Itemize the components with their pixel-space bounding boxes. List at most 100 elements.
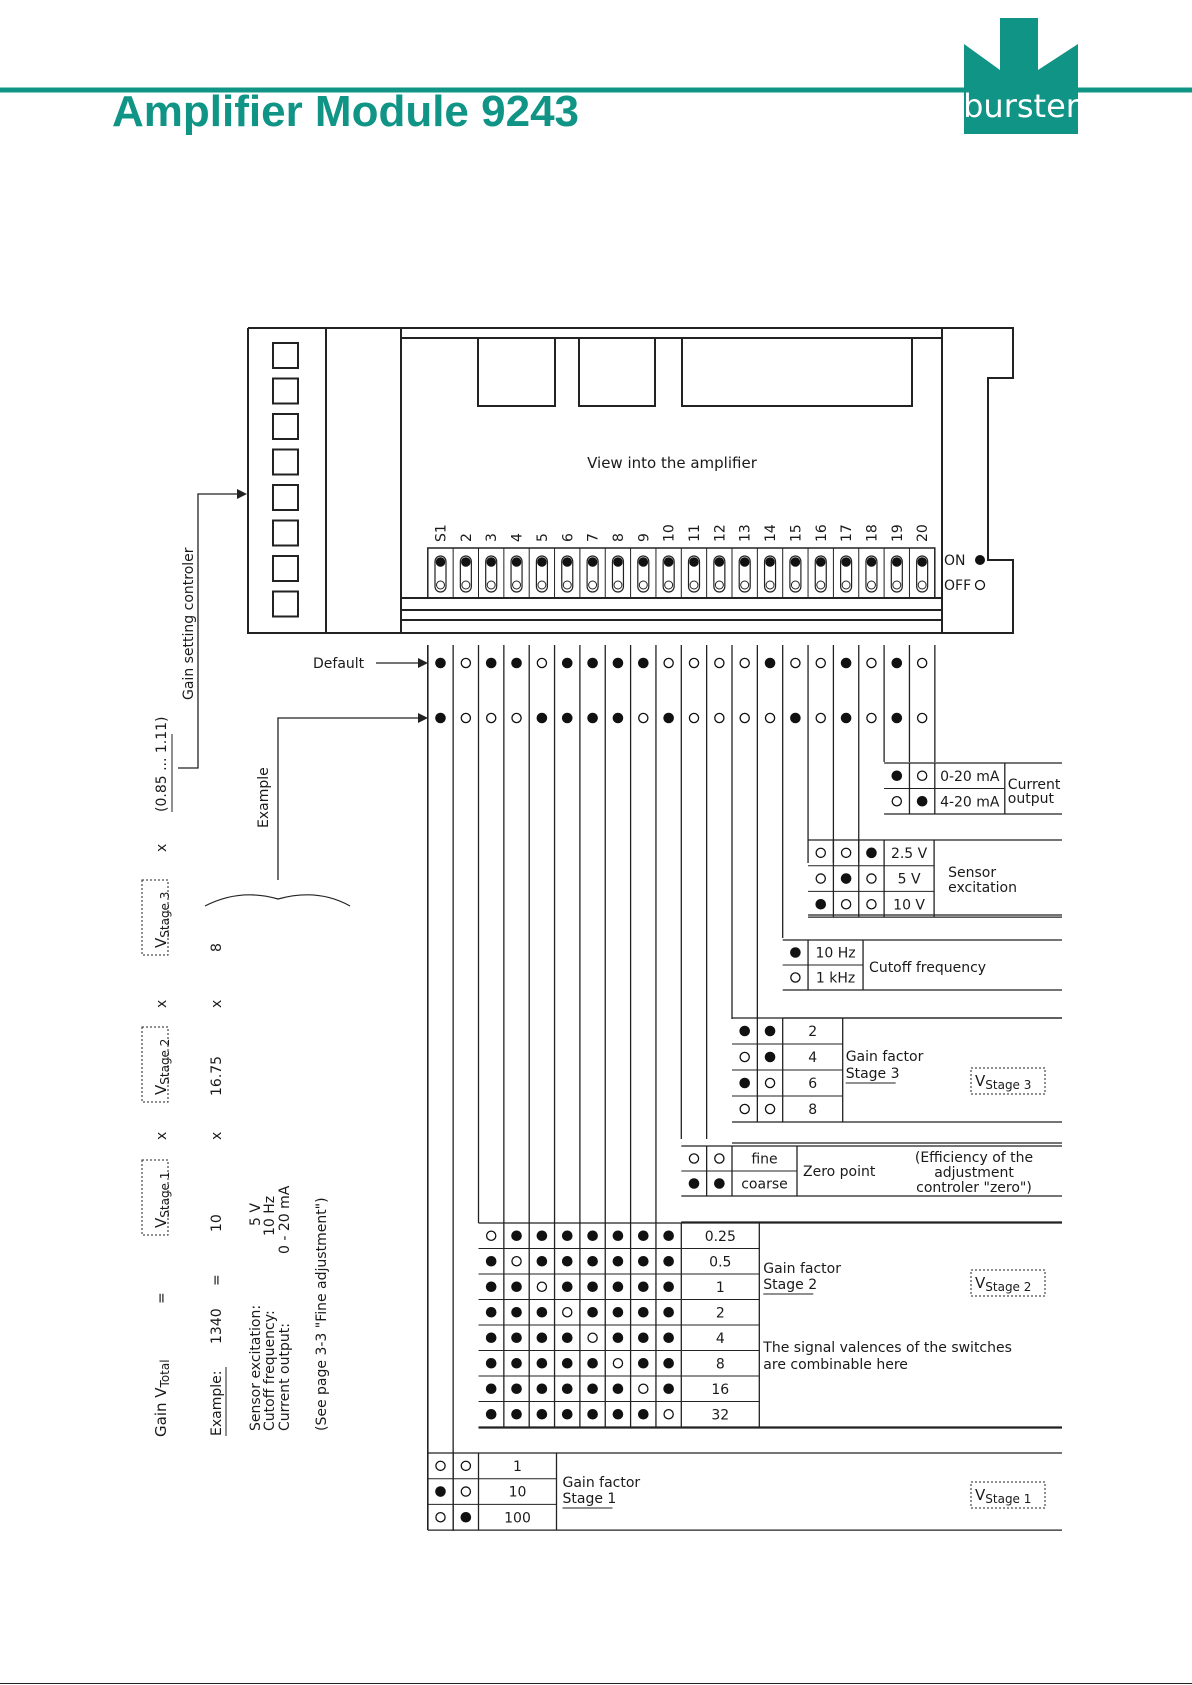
current-output-off-dot	[916, 770, 928, 782]
sensor-excitation-label: Sensor	[948, 865, 996, 881]
example-off-dot	[485, 712, 497, 724]
gain-stage2-on-dot	[536, 1357, 548, 1369]
example-off-dot	[739, 712, 750, 724]
cutoff-label: Cutoff frequency:	[262, 1310, 278, 1431]
default-off-dot	[460, 657, 472, 669]
switch-number-label: S1	[434, 524, 450, 542]
gain-stage2-on-dot	[587, 1255, 598, 1267]
switch-number-label: 11	[687, 524, 703, 542]
on-label: ON	[944, 553, 966, 569]
example-on-dot	[587, 712, 598, 724]
gain-stage3-off-dot	[764, 1103, 776, 1115]
gain-stage3-option-value: 8	[808, 1102, 817, 1118]
gain-stage2-option-value: 16	[711, 1382, 729, 1398]
svg-text:Gain VTotal: Gain VTotal	[152, 1359, 172, 1437]
view-label: View into the amplifier	[587, 454, 758, 472]
dip-switch-knob	[486, 557, 497, 567]
gain-stage2-on-dot	[511, 1408, 522, 1420]
gain-stage1-option-value: 100	[504, 1510, 531, 1526]
example-on-dot	[663, 712, 674, 724]
example-on-dot	[536, 712, 548, 724]
example-times-2: x	[209, 1000, 225, 1008]
gain-stage2-on-dot	[587, 1383, 598, 1395]
switch-number-label: 16	[814, 524, 830, 542]
v-stage1-table-label: VStage 1	[975, 1486, 1031, 1506]
example-row	[435, 712, 928, 724]
dip-switch-knob	[714, 557, 725, 567]
gain-stage2-on-dot	[638, 1281, 649, 1293]
sensor-excitation-option-value: 5 V	[898, 872, 921, 888]
sensor-label: Sensor excitation:	[248, 1305, 264, 1431]
v-stage2-table-box	[970, 1269, 1046, 1297]
gain-stage2-on-dot	[561, 1255, 573, 1267]
gain-stage2-on-dot	[587, 1306, 598, 1318]
v-sub: Stage 2	[985, 1280, 1031, 1294]
gain-stage2-on-dot	[485, 1408, 497, 1420]
gain-stage2-off-dot	[612, 1358, 624, 1369]
v-stage3-symbol: V	[152, 937, 170, 948]
gain-stage2-on-dot	[561, 1332, 573, 1344]
gain-stage2-on-dot	[663, 1357, 674, 1369]
switch-number-label: 4	[510, 533, 526, 542]
zero-point-label: Zero point	[803, 1164, 876, 1180]
gain-stage2-on-dot	[612, 1306, 624, 1318]
current-output-on-dot	[916, 795, 928, 807]
dip-switch-knob	[663, 557, 674, 567]
default-on-dot	[561, 657, 573, 669]
off-label: OFF	[944, 578, 971, 594]
v-stage2-symbol: V	[152, 1084, 170, 1095]
current-output-off-dot	[891, 796, 903, 807]
switch-number-label: 7	[586, 533, 602, 542]
switch-number-label: 9	[636, 533, 652, 542]
example-on-dot	[612, 712, 624, 724]
dip-switch-knob	[841, 557, 851, 567]
gain-stage2-on-dot	[511, 1357, 522, 1369]
gain-stage2-on-dot	[485, 1281, 497, 1293]
default-label: Default	[313, 656, 365, 672]
dip-switch-knob	[892, 557, 902, 567]
gain-control-box	[272, 448, 299, 476]
gain-stage1-option-value: 10	[509, 1485, 527, 1501]
default-off-dot	[688, 657, 700, 669]
current-output-on-dot	[891, 770, 903, 782]
dip-switch-off-mark	[537, 580, 547, 590]
dip-switch-off-mark	[562, 580, 572, 590]
gain-stage1-label: Stage 1	[563, 1491, 617, 1507]
switch-number-label: 8	[611, 533, 627, 542]
gain-stage2-option-value: 8	[716, 1356, 725, 1372]
example-off-dot	[511, 712, 522, 724]
example-brace	[204, 894, 351, 907]
gain-stage2-on-dot	[663, 1230, 674, 1242]
cutoff-label: Cutoff frequency	[869, 960, 986, 976]
amplifier-housing	[247, 327, 1014, 634]
gain-stage2-on-dot	[511, 1230, 522, 1242]
range-text: (0.85 ... 1.11)	[154, 716, 170, 812]
cutoff-option-value: 1 kHz	[816, 971, 855, 987]
gain-stage2-on-dot	[536, 1383, 548, 1395]
gain-stage2-off-dot	[511, 1256, 522, 1267]
example-stage2-value: 16.75	[209, 1056, 225, 1096]
dip-switch-knob	[815, 557, 826, 567]
on-legend-dot	[975, 555, 985, 565]
gain-control-box	[272, 413, 299, 440]
gain-stage3-option-value: 6	[808, 1076, 817, 1092]
gain-stage2-on-dot	[587, 1357, 598, 1369]
gain-stage2-on-dot	[663, 1383, 674, 1395]
default-off-dot	[663, 657, 674, 669]
switch-number-label: 18	[864, 524, 880, 542]
sensor-excitation-off-dot	[815, 847, 827, 859]
gain-stage2-on-dot	[485, 1383, 497, 1395]
dip-switch-off-mark	[486, 580, 496, 590]
v-symbol: V	[975, 1486, 986, 1504]
v-sub: Stage 3	[985, 1078, 1031, 1092]
gain-stage2-on-dot	[536, 1306, 548, 1318]
dip-switch-off-mark	[613, 580, 623, 590]
sensor-excitation-on-dot	[815, 898, 827, 910]
v-stage1-table-box	[970, 1481, 1046, 1509]
dip-switch-knob	[739, 557, 750, 567]
v-stage2-table-label: VStage 2	[975, 1274, 1031, 1294]
dip-switch-off-mark	[841, 580, 851, 590]
default-on-dot	[891, 657, 903, 669]
gain-stage2-on-dot	[638, 1306, 649, 1318]
